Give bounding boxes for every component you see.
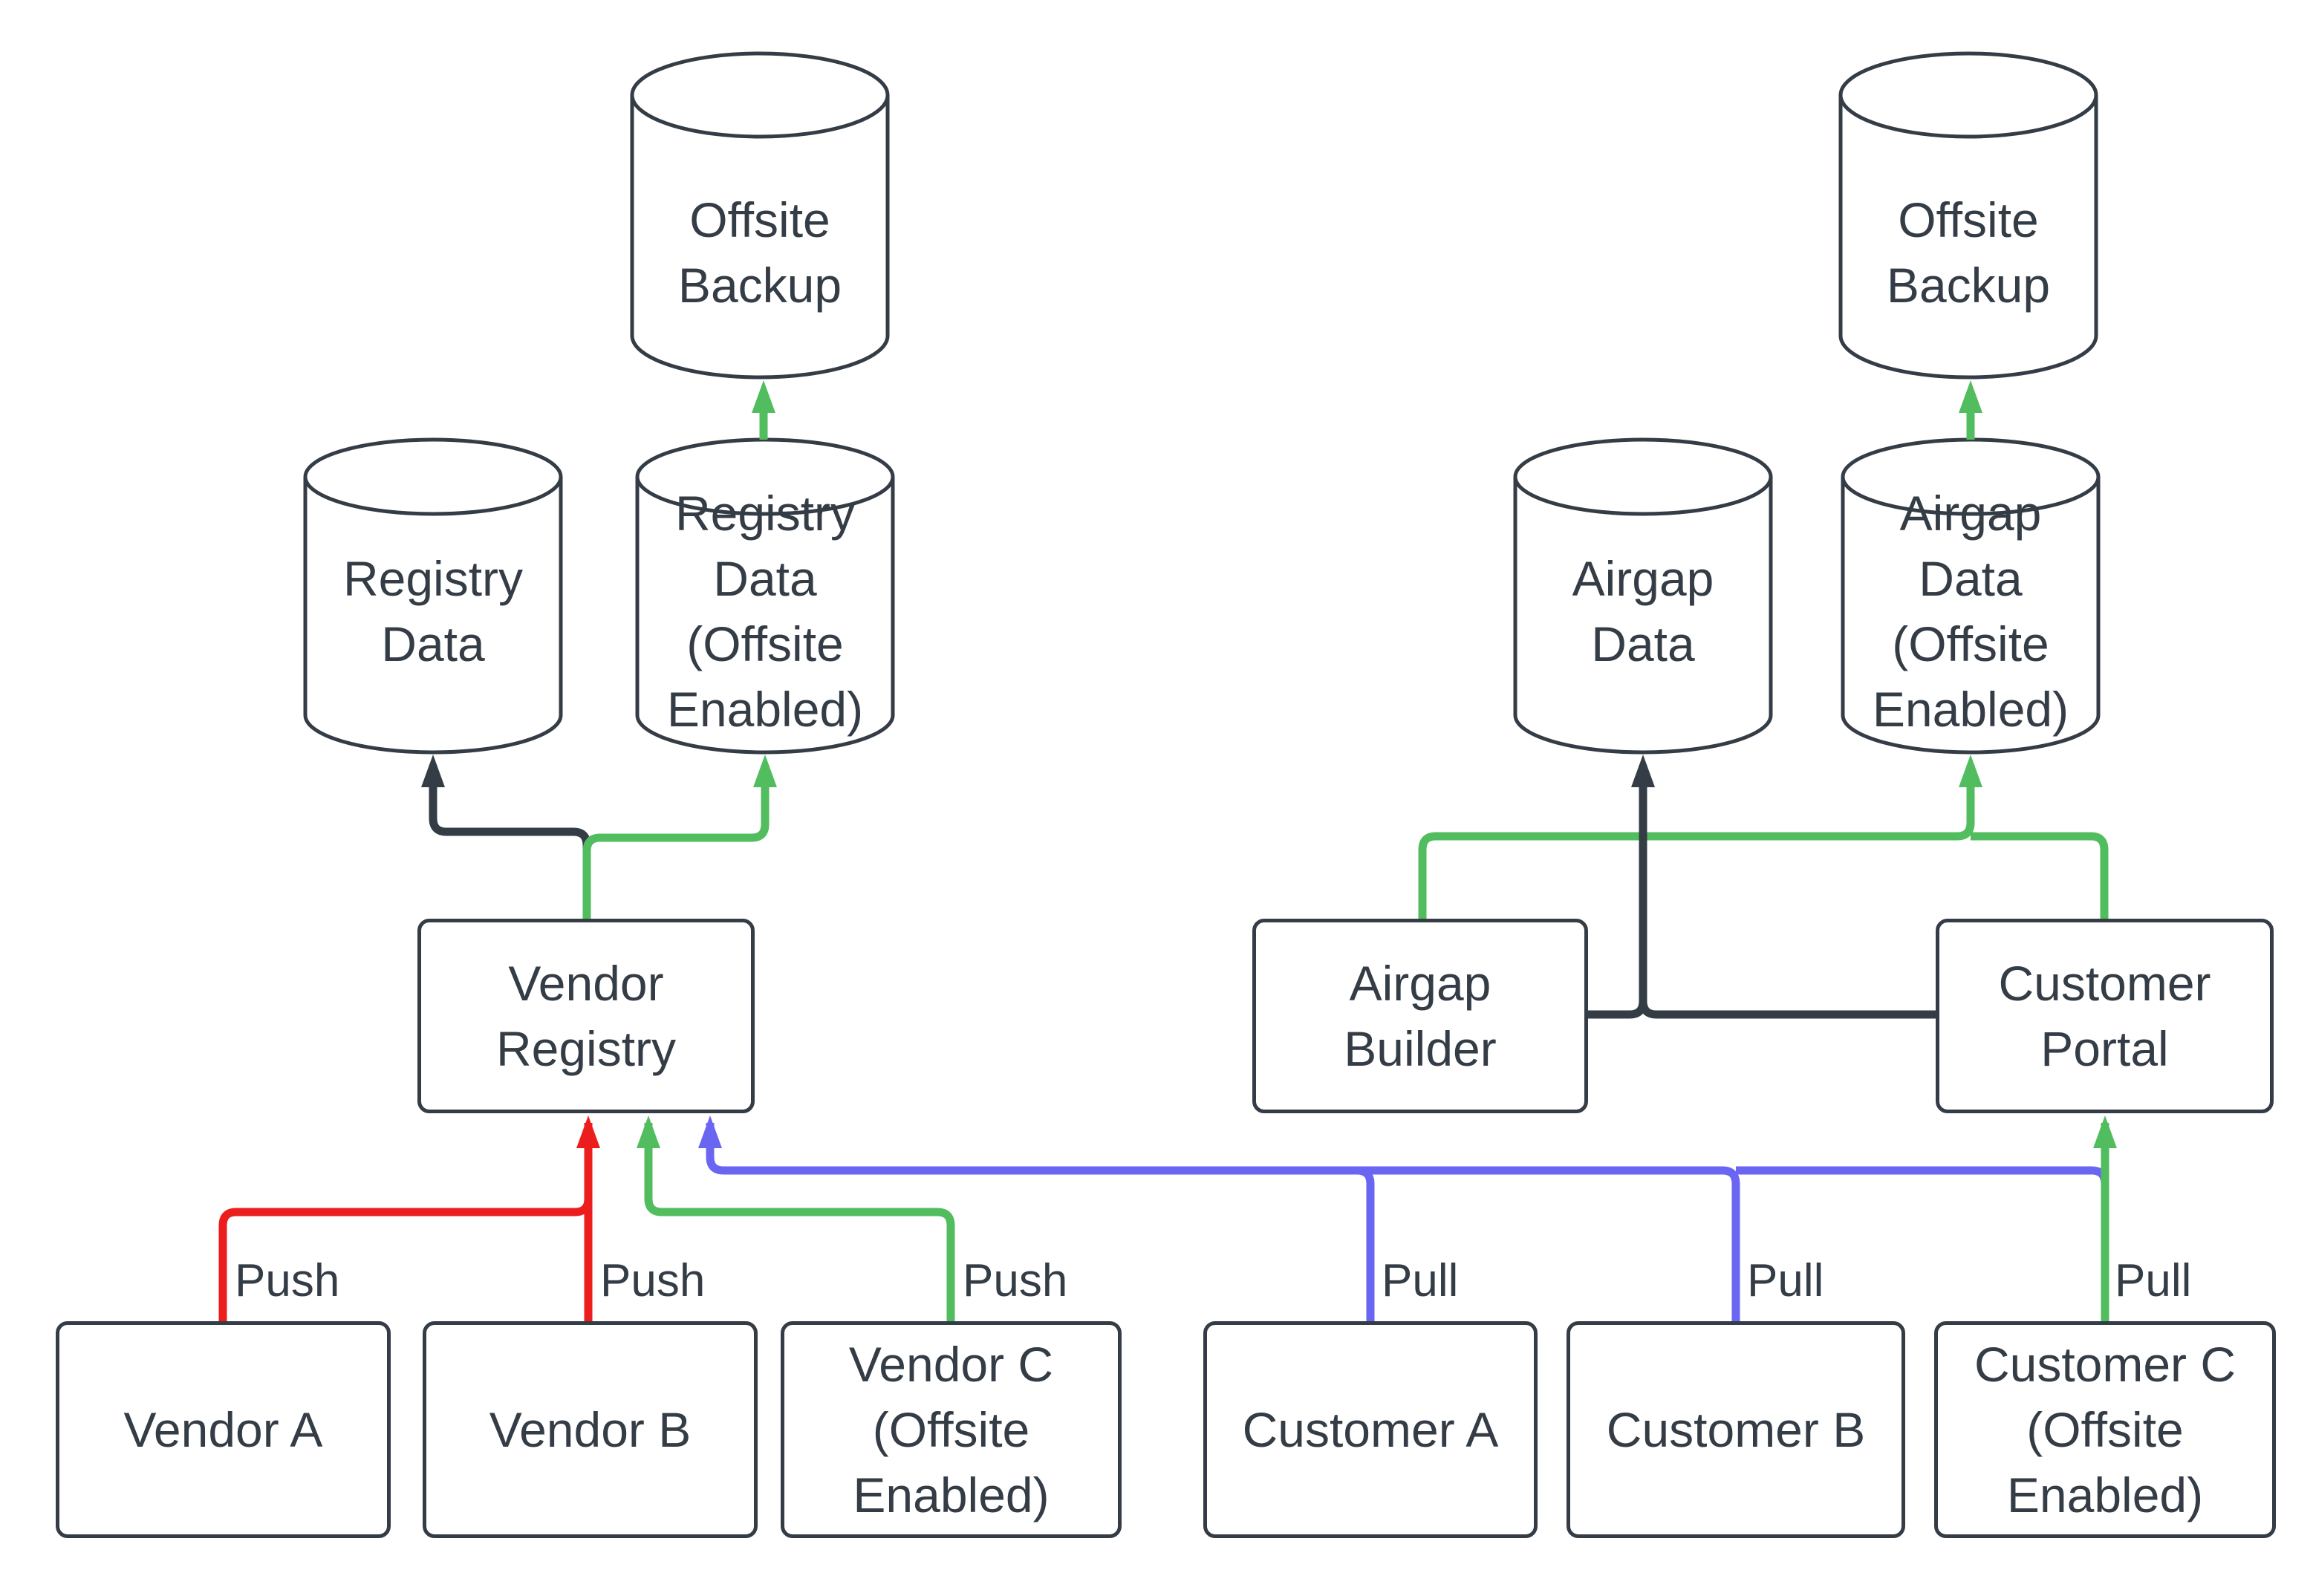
registry-data-label: Registry Data: [342, 551, 524, 671]
edge-label-pull-customer-a: Pull: [1382, 1255, 1459, 1306]
edge-customer-b-to-vendor-registry: [706, 1123, 1740, 1321]
edge-label-push-vendor-b: Push: [600, 1255, 706, 1306]
arrowhead-into-registry-data: [421, 755, 445, 787]
node-vendor-registry: Vendor Registry: [417, 919, 755, 1113]
node-customer-c: Customer C (Offsite Enabled): [1934, 1321, 2276, 1538]
arrowhead-into-customer-portal: [2093, 1115, 2117, 1148]
registry-data-offsite-label: Registry Data (Offsite Enabled): [666, 486, 864, 737]
edge-label-pull-customer-b: Pull: [1747, 1255, 1824, 1306]
airgap-data-label: Airgap Data: [1572, 551, 1714, 671]
offsite-backup-left-label: Offsite Backup: [677, 192, 842, 313]
airgap-data-offsite-label: Airgap Data (Offsite Enabled): [1872, 486, 2069, 737]
arrowhead-into-registry-data-offsite: [753, 755, 777, 787]
cylinder-registry-data: [303, 437, 563, 755]
cylinder-offsite-backup-right: [1838, 51, 2098, 380]
edge-airgap-builder-to-airgap-data: [1588, 765, 1647, 1019]
edge-label-push-vendor-a: Push: [235, 1255, 340, 1306]
node-customer-a: Customer A: [1203, 1321, 1538, 1538]
edge-customer-portal-to-airgap-data: [1639, 1000, 1936, 1019]
edge-vendor-registry-to-registry-data-offsite: [582, 765, 770, 922]
edge-vendor-a-to-vendor-registry: [218, 1198, 593, 1321]
edge-vendor-registry-to-registry-data: [429, 765, 591, 922]
edge-customer-portal-to-airgap-data-offsite: [1971, 832, 2109, 922]
arrowhead-into-offsite-backup-right: [1959, 380, 1982, 413]
node-vendor-a: Vendor A: [56, 1321, 391, 1538]
node-vendor-c: Vendor C (Offsite Enabled): [781, 1321, 1122, 1538]
cylinder-airgap-data: [1513, 437, 1773, 755]
arrowhead-blue-into-vendor-registry: [698, 1115, 722, 1148]
cylinder-airgap-data-offsite: [1841, 437, 2101, 755]
node-airgap-builder: Airgap Builder: [1252, 919, 1588, 1113]
arrowhead-green-into-vendor-registry: [637, 1115, 660, 1148]
edge-airgap-builder-to-airgap-data-offsite: [1418, 765, 1975, 922]
arrowhead-into-offsite-backup-left: [752, 380, 775, 413]
arrowhead-red-into-vendor-registry: [576, 1115, 600, 1148]
node-vendor-b: Vendor B: [423, 1321, 758, 1538]
node-customer-b: Customer B: [1567, 1321, 1905, 1538]
arrowhead-into-airgap-data: [1631, 755, 1655, 787]
node-customer-portal: Customer Portal: [1936, 919, 2274, 1113]
offsite-backup-right-label: Offsite Backup: [1886, 192, 2051, 313]
edge-vendor-c-to-vendor-registry: [644, 1123, 955, 1321]
arrowhead-into-airgap-data-offsite: [1959, 755, 1982, 787]
edge-label-push-vendor-c: Push: [963, 1255, 1068, 1306]
cylinder-registry-data-offsite: [635, 437, 895, 755]
edge-label-pull-customer-c: Pull: [2115, 1255, 2192, 1306]
cylinder-offsite-backup-left: [630, 51, 890, 380]
